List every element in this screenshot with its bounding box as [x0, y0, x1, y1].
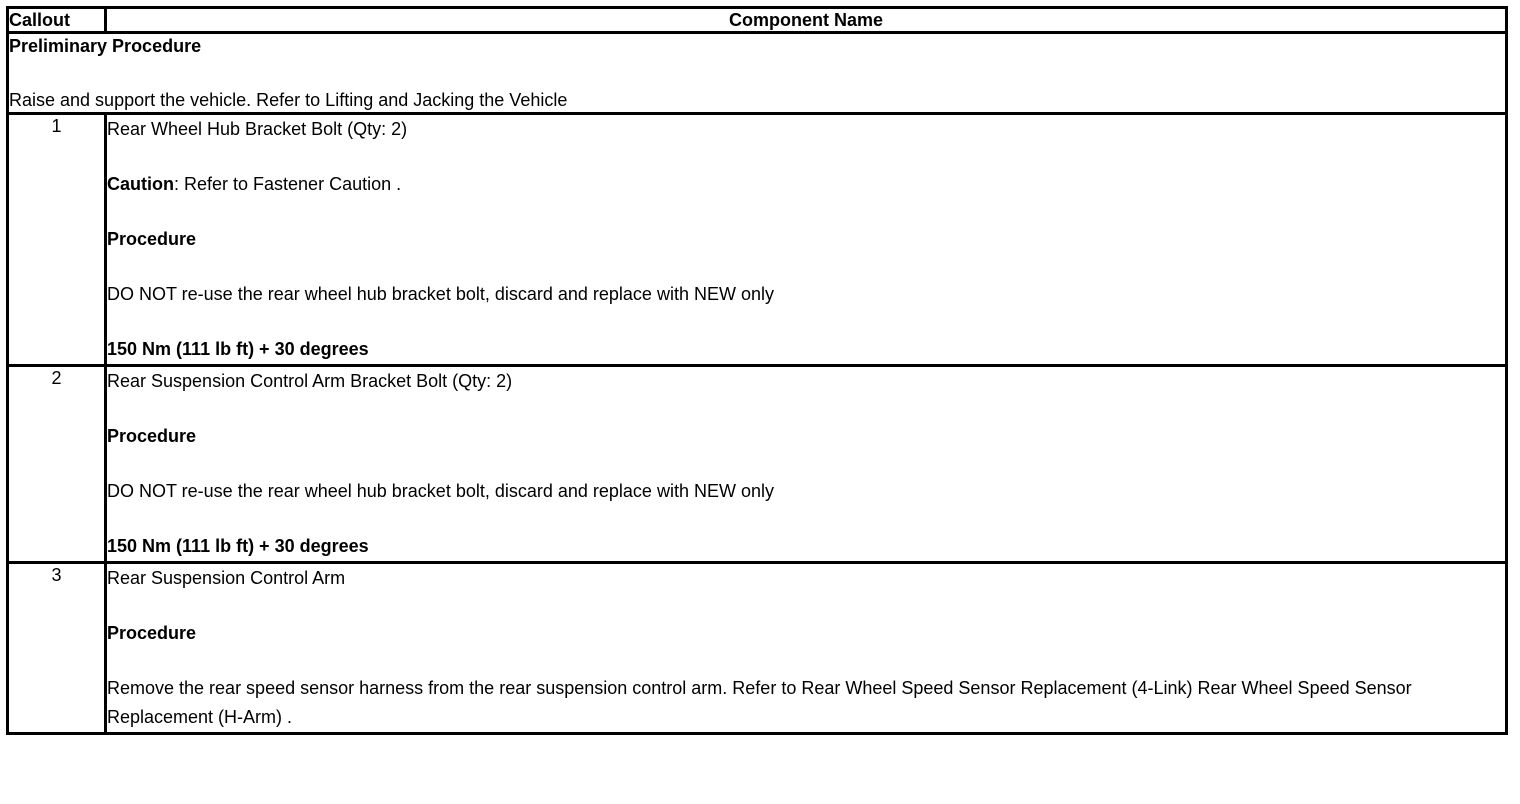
table-header: Callout Component Name [6, 6, 1508, 34]
preliminary-procedure-heading: Preliminary Procedure [9, 36, 202, 56]
callout-number: 1 [6, 112, 107, 367]
procedure-heading: Procedure [107, 623, 197, 643]
table-row: 1 Rear Wheel Hub Bracket Bolt (Qty: 2) C… [6, 112, 1508, 367]
procedure-heading: Procedure [107, 426, 197, 446]
preliminary-procedure-cell: Preliminary Procedure Raise and support … [6, 31, 1508, 115]
component-callout-table: Callout Component Name Preliminary Proce… [6, 6, 1508, 735]
caution-label: Caution [107, 174, 174, 194]
procedure-text: Remove the rear speed sensor harness fro… [107, 678, 1412, 727]
component-detail-cell: Rear Wheel Hub Bracket Bolt (Qty: 2) Cau… [104, 112, 1508, 367]
column-header-callout: Callout [6, 6, 107, 34]
callout-number: 3 [6, 561, 107, 735]
header-row: Callout Component Name [6, 6, 1508, 34]
preliminary-procedure-text: Raise and support the vehicle. Refer to … [9, 90, 568, 110]
procedure-text: DO NOT re-use the rear wheel hub bracket… [107, 481, 774, 501]
callout-number: 2 [6, 364, 107, 564]
component-detail-cell: Rear Suspension Control Arm Procedure Re… [104, 561, 1508, 735]
table-row: 2 Rear Suspension Control Arm Bracket Bo… [6, 364, 1508, 564]
caution-note: Caution: Refer to Fastener Caution . [107, 170, 1505, 199]
table-row: 3 Rear Suspension Control Arm Procedure … [6, 561, 1508, 735]
component-detail-cell: Rear Suspension Control Arm Bracket Bolt… [104, 364, 1508, 564]
procedure-text: DO NOT re-use the rear wheel hub bracket… [107, 284, 774, 304]
preliminary-procedure-row: Preliminary Procedure Raise and support … [6, 31, 1508, 115]
torque-specification: 150 Nm (111 lb ft) + 30 degrees [107, 536, 369, 556]
component-title: Rear Wheel Hub Bracket Bolt (Qty: 2) [107, 119, 408, 139]
torque-specification: 150 Nm (111 lb ft) + 30 degrees [107, 339, 369, 359]
component-title: Rear Suspension Control Arm [107, 568, 346, 588]
caution-text: : Refer to Fastener Caution . [174, 174, 402, 194]
procedure-heading: Procedure [107, 229, 197, 249]
component-title: Rear Suspension Control Arm Bracket Bolt… [107, 371, 513, 391]
column-header-component-name: Component Name [104, 6, 1508, 34]
table-body: Preliminary Procedure Raise and support … [6, 31, 1508, 735]
